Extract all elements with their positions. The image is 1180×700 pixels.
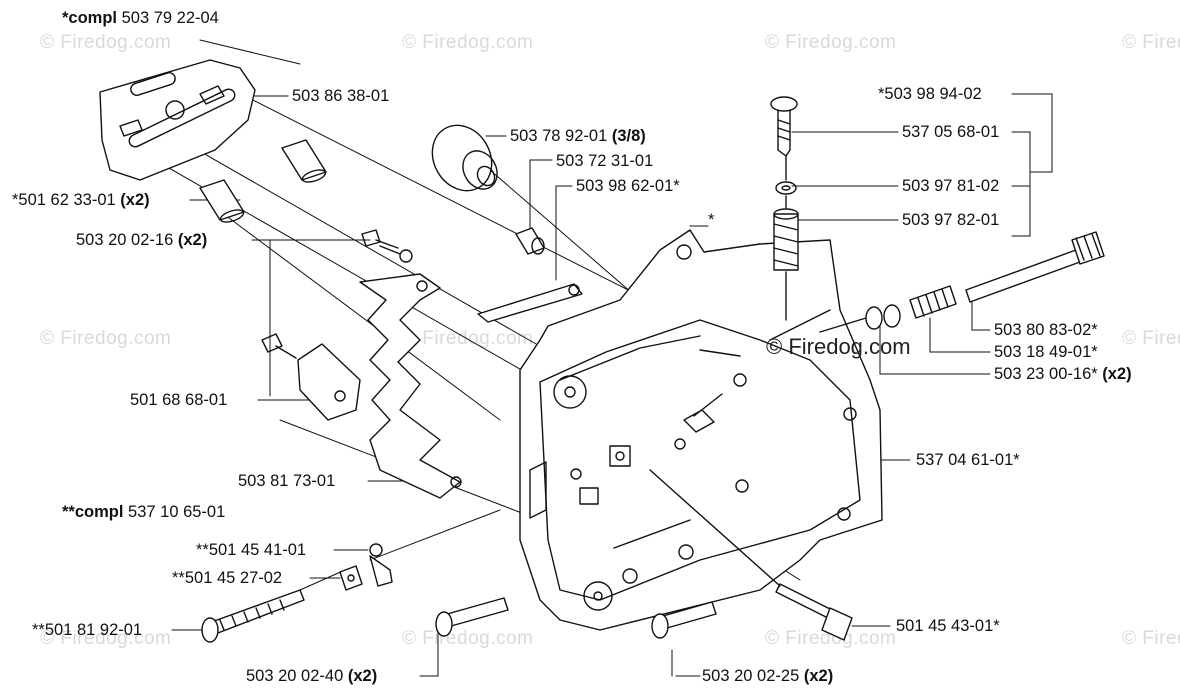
screw-upper: [361, 229, 413, 263]
label-503-98-62-01: 503 98 62-01*: [576, 177, 680, 195]
label-501-45-43-01: 501 45 43-01*: [896, 617, 1000, 635]
bracket: [261, 333, 361, 421]
label-501-68-68-01: 501 68 68-01: [130, 391, 228, 409]
label-star: *: [708, 211, 715, 229]
watermark: © Firedog.com: [40, 328, 172, 349]
label-503-80-83-02: 503 80 83-02*: [994, 321, 1098, 339]
spacer-tubes: [199, 139, 327, 223]
label-537-05-68-01: 537 05 68-01: [902, 123, 1000, 141]
watermark: © Firedog.com: [765, 32, 897, 53]
sprocket-cover: [431, 124, 498, 192]
guide-plate: [99, 59, 256, 181]
bottom-screws: [435, 597, 717, 639]
label-503-20-02-16: 503 20 02-16 (x2): [76, 231, 208, 249]
label-503-23-00-16: 503 23 00-16* (x2): [994, 365, 1132, 383]
label-503-72-31-01: 503 72 31-01: [556, 152, 654, 170]
label-503-78-92-01: 503 78 92-01 (3/8): [510, 127, 646, 145]
watermark: © Firedog.com: [1122, 32, 1180, 53]
label-501-62-33-01: *501 62 33-01 (x2): [12, 191, 150, 209]
adjuster-parts: [201, 543, 393, 643]
label-501-81-92-01: **501 81 92-01: [32, 621, 143, 639]
watermark: © Firedog.com: [402, 628, 534, 649]
label-503-81-73-01: 503 81 73-01: [238, 472, 336, 490]
label-503-18-49-01: 503 18 49-01*: [994, 343, 1098, 361]
watermark: © Firedog.com: [765, 628, 897, 649]
label-503-98-94-02: *503 98 94-02: [878, 85, 982, 103]
label-503-97-81-02: 503 97 81-02: [902, 177, 1000, 195]
watermark: © Firedog.com: [402, 32, 534, 53]
tensioner-stack: [770, 96, 799, 321]
label-compl-top: *compl 503 79 22-04: [62, 9, 219, 27]
label-537-04-61-01: 537 04 61-01*: [916, 451, 1020, 469]
watermark: © Firedog.com: [1122, 328, 1180, 349]
watermark-center: © Firedog.com: [766, 334, 911, 359]
link-rod: [477, 283, 583, 323]
watermark: © Firedog.com: [40, 32, 172, 53]
spring-washers: [819, 285, 957, 333]
bottom-bolt: [649, 469, 853, 641]
label-503-97-82-01: 503 97 82-01: [902, 211, 1000, 229]
label-501-45-41-01: **501 45 41-01: [196, 541, 307, 559]
chain-guide-pin: [683, 393, 723, 433]
label-503-86-38-01: 503 86 38-01: [292, 87, 390, 105]
watermark: © Firedog.com: [40, 628, 172, 649]
label-compl-mid: **compl 537 10 65-01: [62, 503, 226, 521]
label-501-45-27-02: **501 45 27-02: [172, 569, 283, 587]
adjusting-screw: [965, 231, 1105, 303]
watermark: © Firedog.com: [1122, 628, 1180, 649]
label-503-20-02-40: 503 20 02-40 (x2): [246, 667, 378, 685]
pin: [515, 227, 545, 255]
side-cover-plate: [359, 273, 462, 499]
label-503-20-02-25: 503 20 02-25 (x2): [702, 667, 834, 685]
